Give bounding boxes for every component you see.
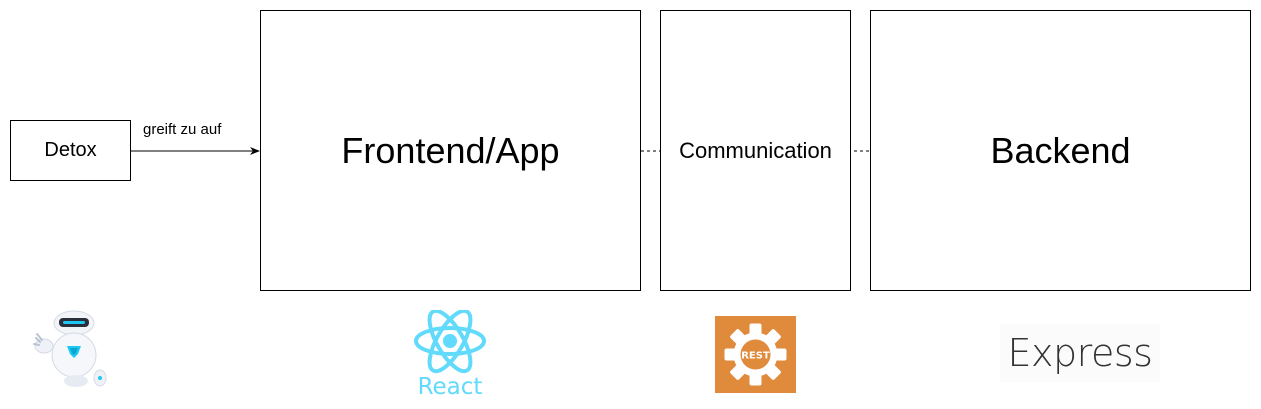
rest-logo-text: REST — [741, 351, 770, 362]
detox-robot-icon — [30, 308, 110, 390]
communication-node[interactable]: Communication — [660, 10, 851, 291]
react-logo-text: React — [417, 374, 483, 400]
rest-gear-icon: REST — [715, 316, 796, 393]
frontend-app-label: Frontend/App — [341, 129, 560, 171]
detox-node-label: Detox — [44, 139, 97, 161]
detox-node[interactable]: Detox — [10, 120, 131, 181]
express-logo-text: Express — [1007, 331, 1153, 375]
express-logo: Express — [1000, 324, 1160, 382]
edge-label-greift-zu-auf: greift zu auf — [143, 121, 222, 138]
react-atom-icon: React — [412, 308, 488, 400]
frontend-app-node[interactable]: Frontend/App — [260, 10, 641, 291]
communication-label: Communication — [675, 137, 836, 164]
backend-label: Backend — [990, 129, 1131, 171]
backend-node[interactable]: Backend — [870, 10, 1251, 291]
